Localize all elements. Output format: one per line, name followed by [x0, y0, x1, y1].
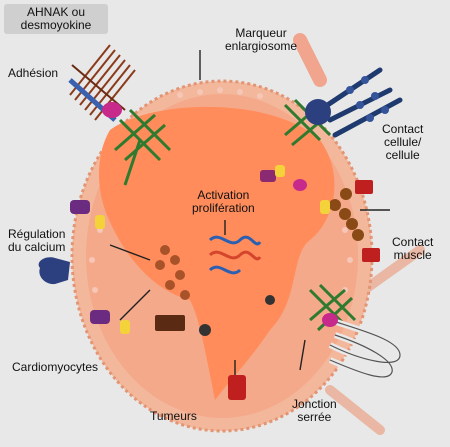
calcium-channel [38, 257, 70, 285]
purple-vesicles [70, 170, 276, 324]
cell-contact-line-1: Contact [382, 122, 424, 136]
tight-junction-line-2: serrée [297, 410, 332, 424]
muscle-contact-chain [329, 188, 364, 241]
tumour-marker [228, 375, 246, 400]
tumours-label: Tumeurs [150, 409, 197, 423]
cadherin-beads [346, 76, 389, 122]
muscle-line-1: Contact [392, 235, 434, 249]
cardiomyocytes-label: Cardiomyocytes [12, 360, 99, 374]
er-dots [155, 245, 190, 300]
marker-line-1: Marqueur [235, 26, 287, 40]
calcium-line-2: du calcium [8, 240, 66, 254]
enlargeosome-vesicle [305, 99, 331, 125]
title-box [4, 4, 108, 34]
muscle-receptor-top [355, 180, 373, 194]
marker-line-2: enlargiosome [225, 39, 298, 53]
title-line-2: desmoyokine [20, 18, 92, 32]
adhesion-label: Adhésion [8, 66, 59, 80]
cell-contact-line-2: cellule/ [384, 135, 422, 149]
title-line-1: AHNAK ou [26, 5, 86, 19]
leader-lines [109, 50, 390, 375]
muscle-line-2: muscle [393, 248, 432, 262]
muscle-receptor-bottom [362, 248, 380, 262]
activation-label: Activation prolifération [192, 189, 255, 215]
magenta-receptors [102, 102, 338, 327]
cell-contact-line-3: cellule [385, 148, 420, 162]
muscle-label: Contact muscle [392, 236, 433, 262]
chromatin-helix [208, 235, 262, 275]
actin-grid-top-left [114, 108, 172, 186]
calcium-line-1: Régulation [8, 227, 66, 241]
cell-contact-label: Contact cellule/ cellule [382, 123, 423, 162]
calcium-label: Régulation du calcium [8, 228, 65, 254]
tight-junction-outline [329, 319, 401, 378]
activation-line-1: Activation [197, 188, 250, 202]
cardiomyocyte-protein [155, 315, 185, 331]
tight-junction-line-1: Jonction [292, 397, 337, 411]
tight-junction-label: Jonction serrée [292, 398, 337, 424]
activation-line-2: prolifération [192, 201, 255, 215]
nucleus-markers [199, 295, 275, 336]
actin-grid-bottom-right [308, 283, 357, 332]
marker-label: Marqueur enlargiosome [225, 27, 297, 53]
title-label: AHNAK ou desmoyokine [6, 6, 106, 32]
yellow-vesicles [95, 165, 330, 334]
